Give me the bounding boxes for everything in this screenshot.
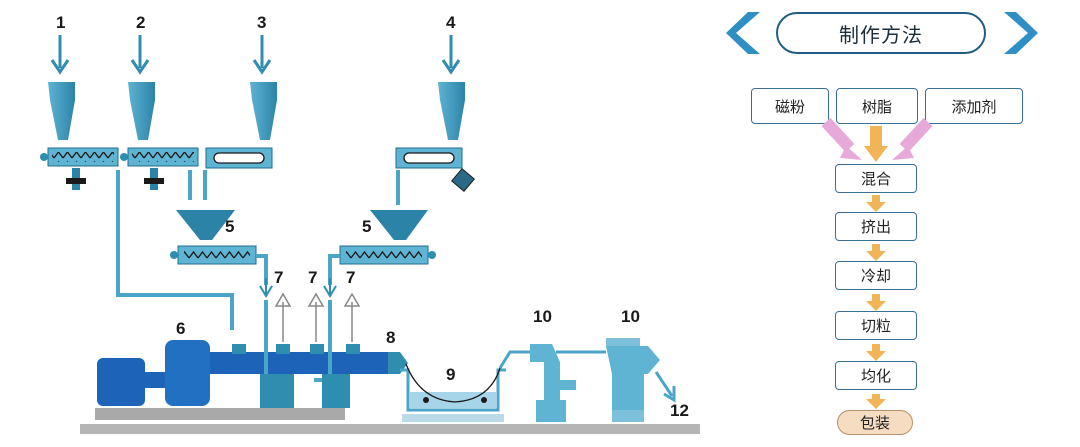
- step-extrusion: 挤出: [835, 212, 917, 241]
- machine-base: [95, 408, 345, 420]
- belt-feeder-4: [395, 147, 475, 192]
- chevron-right-icon[interactable]: [1000, 12, 1038, 54]
- label-7-a: 7: [274, 268, 283, 287]
- feed-arrow-2: [130, 35, 150, 75]
- input-box-resin: 树脂: [836, 88, 918, 124]
- homogenizer: [606, 338, 676, 422]
- feed-pipe-1: [116, 170, 234, 330]
- label-5-left: 5: [225, 217, 234, 236]
- feed-arrow-4: [441, 35, 461, 75]
- screw-feeder-2: [120, 147, 199, 190]
- vent-arrow-1: [259, 278, 273, 298]
- label-9: 9: [446, 365, 455, 384]
- vent-outlet-2: [307, 292, 325, 342]
- label-7-c: 7: [346, 268, 355, 287]
- pelletizer: [530, 344, 576, 422]
- pink-arrow-left: [821, 117, 855, 153]
- hopper-1: [48, 82, 75, 140]
- label-5-right: 5: [362, 217, 371, 236]
- label-8: 8: [386, 328, 395, 347]
- vent-outlet-3: [343, 292, 361, 342]
- flow-title: 制作方法: [776, 12, 986, 54]
- gearbox: [165, 340, 210, 406]
- step-pelletizing: 切粒: [835, 311, 917, 340]
- label-3: 3: [257, 13, 266, 32]
- hopper-2: [128, 82, 155, 140]
- feed-arrow-3: [252, 35, 272, 75]
- vent-arrow-2: [323, 278, 337, 298]
- process-flow-panel: 制作方法 磁粉 树脂 添加剂 混合 挤出 冷却 切粒 均化 包装: [700, 0, 1080, 447]
- hopper-3: [250, 82, 277, 140]
- floor-line: [80, 424, 700, 434]
- vent-outlet-1: [274, 292, 292, 342]
- motor: [97, 358, 145, 406]
- hopper-4: [438, 82, 465, 140]
- flow-arrows: [821, 117, 933, 409]
- label-1: 1: [56, 13, 65, 32]
- label-2: 2: [136, 13, 145, 32]
- step-packaging: 包装: [837, 410, 913, 435]
- side-feeder-left: [170, 210, 268, 285]
- screw-feeder-1: [40, 147, 119, 190]
- step-mixing: 混合: [835, 164, 917, 193]
- pink-arrow-right: [899, 117, 933, 153]
- label-6: 6: [176, 319, 185, 338]
- belt-feeder-3: [205, 147, 273, 169]
- feed-arrow-1: [50, 35, 70, 75]
- label-7-b: 7: [308, 268, 317, 287]
- orange-arrows: [864, 126, 888, 409]
- extrusion-process-diagram: 1 2 3 4 5 5 6 7 7 7 8 9 10 10 12: [40, 13, 700, 434]
- feed-pipe-2-3: [188, 170, 207, 200]
- step-homogenizing: 均化: [835, 361, 917, 390]
- cooling-bath: [400, 363, 506, 422]
- label-10-left: 10: [533, 307, 552, 326]
- chevron-left-icon[interactable]: [726, 12, 764, 54]
- side-feeder-right: [328, 210, 436, 285]
- step-cooling: 冷却: [835, 261, 917, 290]
- label-10-right: 10: [621, 307, 640, 326]
- label-12: 12: [670, 401, 689, 420]
- input-box-additive: 添加剂: [925, 88, 1023, 124]
- extruder-barrel: [210, 352, 400, 374]
- label-4: 4: [446, 13, 456, 32]
- input-box-magnetic-powder: 磁粉: [751, 88, 829, 124]
